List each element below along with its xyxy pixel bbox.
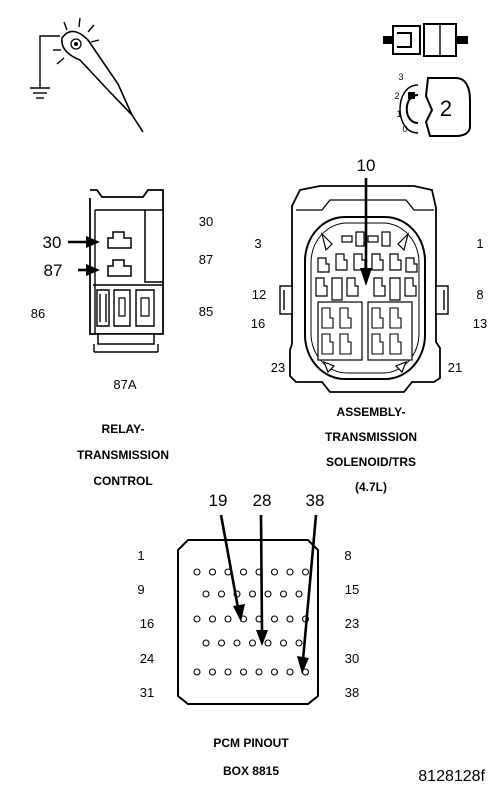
pcm-pin-cavity xyxy=(264,639,272,647)
pcm-pin-cavity xyxy=(295,639,303,647)
pcm-row-2-right: 15 xyxy=(345,582,359,597)
pcm-pin-cavity xyxy=(279,590,288,598)
pcm-callout-28: 28 xyxy=(253,491,272,510)
pcm-callout-arrow-28 xyxy=(256,514,268,646)
pcm-pin-cavity xyxy=(286,615,294,623)
solenoid-pin-3: 3 xyxy=(254,236,261,251)
pcm-caption-line-1: PCM PINOUT xyxy=(213,736,289,750)
pcm-pin-cavity xyxy=(264,590,272,598)
solenoid-pin-8: 8 xyxy=(476,287,483,302)
pcm-caption-line-2: BOX 8815 xyxy=(223,764,279,778)
pcm-pin-cavity xyxy=(208,568,217,576)
ignition-pos-3: 3 xyxy=(398,72,403,82)
solenoid-connector xyxy=(279,185,449,393)
solenoid-caption-line-3: SOLENOID/TRS xyxy=(326,455,416,469)
relay-pin-30: 30 xyxy=(199,214,213,229)
pcm-pin-cavity xyxy=(208,615,217,623)
solenoid-caption: ASSEMBLY- TRANSMISSION SOLENOID/TRS (4.7… xyxy=(325,405,417,494)
pcm-pin-cavity xyxy=(193,668,201,676)
ignition-switch-icon: 3 2 1 0 2 xyxy=(394,72,471,137)
pcm-pin-cavity xyxy=(224,668,232,676)
pcm-pin-cavity xyxy=(208,668,217,676)
pcm-row-5-left: 31 xyxy=(140,685,154,700)
pcm-pin-cavity xyxy=(217,639,226,647)
solenoid-pin-1: 1 xyxy=(476,236,483,251)
pcm-pin-cavity xyxy=(233,639,241,647)
pcm-row-4-right: 30 xyxy=(345,651,359,666)
ignition-pos-0: 0 xyxy=(402,124,407,134)
pcm-pin-cavity xyxy=(217,590,226,598)
relay-caption-line-3: CONTROL xyxy=(93,474,152,488)
relay-caption-line-1: RELAY- xyxy=(102,422,145,436)
pcm-callout-arrow-19 xyxy=(219,514,245,622)
pcm-row-4-left: 24 xyxy=(140,651,154,666)
ignition-pos-2: 2 xyxy=(394,91,399,101)
pcm-row-1-right: 8 xyxy=(344,548,351,563)
relay-caption-line-2: TRANSMISSION xyxy=(77,448,169,462)
solenoid-pin-13: 13 xyxy=(473,316,487,331)
pcm-pin-cavity xyxy=(193,615,201,623)
solenoid-pin-16: 16 xyxy=(251,316,265,331)
pcm-callout-arrow-38 xyxy=(297,514,318,674)
relay-callout-30: 30 xyxy=(43,233,62,252)
pcm-pin-cavity xyxy=(255,668,263,676)
solenoid-pin-23: 23 xyxy=(271,360,285,375)
pcm-pin-cavity xyxy=(239,568,248,576)
pcm-pin-cavity xyxy=(270,668,279,676)
relay-pin-87a: 87A xyxy=(113,377,136,392)
pcm-pin-cavity xyxy=(286,568,294,576)
pcm-caption: PCM PINOUT BOX 8815 xyxy=(213,736,289,778)
pcm-pin-grid xyxy=(193,568,310,676)
pcm-pin-cavity xyxy=(224,615,232,623)
connector-icon xyxy=(383,23,468,57)
pcm-row-3-right: 23 xyxy=(345,616,359,631)
relay-callout-arrow-87 xyxy=(78,264,100,276)
pcm-pin-cavity xyxy=(279,639,288,647)
pcm-pin-cavity xyxy=(301,568,310,576)
relay-callout-87: 87 xyxy=(44,261,63,280)
pcm-row-3-left: 16 xyxy=(140,616,154,631)
ignition-pos-1: 1 xyxy=(396,109,401,119)
pcm-row-2-left: 9 xyxy=(137,582,144,597)
pcm-callout-38: 38 xyxy=(306,491,325,510)
pcm-row-1-left: 1 xyxy=(137,548,144,563)
solenoid-pin-12: 12 xyxy=(252,287,266,302)
pcm-pin-cavity xyxy=(248,590,257,598)
relay-caption: RELAY- TRANSMISSION CONTROL xyxy=(77,422,169,488)
ignition-setting: 2 xyxy=(440,96,452,121)
relay-pin-87: 87 xyxy=(199,252,213,267)
pcm-pin-cavity xyxy=(248,639,257,647)
pcm-row-5-right: 38 xyxy=(345,685,359,700)
pcm-pin-cavity xyxy=(295,590,303,598)
relay-pin-85: 85 xyxy=(199,304,213,319)
pcm-pin-cavity xyxy=(202,590,210,598)
solenoid-callout-10: 10 xyxy=(357,156,376,175)
pcm-pin-cavity xyxy=(239,668,248,676)
pcm-pin-cavity xyxy=(286,668,294,676)
solenoid-caption-line-1: ASSEMBLY- xyxy=(337,405,406,419)
pcm-pinout-box xyxy=(177,539,319,705)
pcm-pin-cavity xyxy=(202,639,210,647)
solenoid-caption-line-2: TRANSMISSION xyxy=(325,430,417,444)
pcm-pin-cavity xyxy=(270,615,279,623)
pcm-pin-cavity xyxy=(193,568,201,576)
pcm-callout-19: 19 xyxy=(209,491,228,510)
figure-id: 8128128f xyxy=(418,768,485,785)
solenoid-callout-arrow-10 xyxy=(360,178,372,286)
relay-pin-86: 86 xyxy=(31,306,45,321)
solenoid-caption-line-4: (4.7L) xyxy=(355,480,387,494)
relay-callout-arrow-30 xyxy=(68,236,100,248)
pcm-pin-cavity xyxy=(270,568,279,576)
relay-connector xyxy=(89,189,164,353)
solenoid-pin-21: 21 xyxy=(448,360,462,375)
test-light-probe-icon xyxy=(30,17,144,133)
